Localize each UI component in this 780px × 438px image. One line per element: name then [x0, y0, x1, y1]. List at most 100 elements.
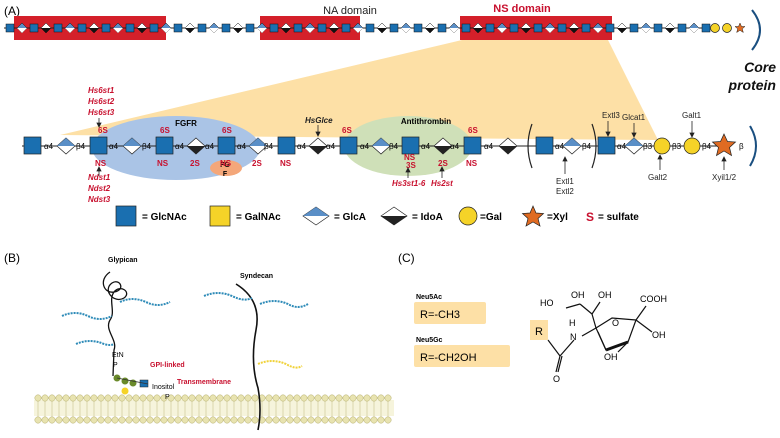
linkage-label: α4: [109, 142, 119, 151]
linkage-label: α4: [175, 142, 185, 151]
idoa-icon: [498, 137, 518, 155]
glcnac-icon: [23, 136, 42, 155]
lipid-head: [132, 416, 140, 424]
lipid-head: [118, 394, 126, 402]
oh-label: OH: [652, 330, 666, 340]
top-glcnac-icon: [341, 23, 351, 33]
lipid-head: [104, 394, 112, 402]
lipid-head: [111, 394, 119, 402]
top-uronic-half: [329, 28, 339, 33]
lipid-head: [188, 394, 196, 402]
lipid-head: [286, 416, 294, 424]
na-domain-label: NA domain: [323, 5, 377, 17]
top-glcnac-icon: [509, 23, 519, 33]
lipid-head: [265, 416, 273, 424]
lipid-head: [230, 416, 238, 424]
enzyme-hsglce: HsGlce: [305, 116, 333, 125]
lipid-head: [314, 394, 322, 402]
enzyme-hs3st: Hs3st1-6: [392, 179, 426, 188]
idoa-icon: [433, 137, 453, 155]
legend-gal-label: =Gal: [480, 212, 502, 223]
lipid-head: [279, 416, 287, 424]
lipid-head: [83, 416, 91, 424]
top-uronic-half: [497, 28, 507, 33]
syndecan-label: Syndecan: [240, 273, 273, 280]
oh-label: OH: [571, 290, 585, 300]
enzyme-arrows: [96, 118, 727, 178]
top-uronic-half: [617, 28, 627, 33]
top-uronic-half: [473, 28, 483, 33]
top-uronic-half: [689, 28, 699, 33]
top-glcnac-icon: [77, 23, 87, 33]
legend-idoa-label: = IdoA: [412, 212, 443, 223]
glypican-hs-chain: [75, 340, 115, 346]
lipid-head: [272, 394, 280, 402]
lipid-head: [90, 416, 98, 424]
lipid-head: [251, 416, 259, 424]
top-uronic-half: [521, 28, 531, 33]
lipid-head: [356, 394, 364, 402]
linkage-label: β4: [264, 142, 274, 151]
glypican-label: Glypican: [108, 257, 138, 264]
lipid-head: [97, 416, 105, 424]
top-uronic-half: [281, 28, 291, 33]
lipid-head: [230, 394, 238, 402]
gal-icon: [683, 137, 701, 155]
lipid-head: [41, 416, 49, 424]
legend-glca-icon: [302, 206, 330, 226]
lipid-head: [384, 394, 392, 402]
lipid-head: [34, 416, 42, 424]
top-glcnac-icon: [533, 23, 543, 33]
lipid-head: [223, 394, 231, 402]
glca-icon: [371, 137, 391, 155]
lipid-head: [202, 394, 210, 402]
glcnac-icon: [401, 136, 420, 155]
neu5gc-r-box: [414, 345, 510, 367]
lipid-head: [76, 416, 84, 424]
glcnac-icon: [597, 136, 616, 155]
neu5ac-label: Neu5Ac: [416, 294, 442, 301]
cooh-label: COOH: [640, 294, 667, 304]
fgf-label: FG: [220, 162, 230, 169]
top-uronic-half: [353, 28, 363, 33]
lipid-head: [300, 394, 308, 402]
legend-glcnac-label: = GlcNAc: [142, 212, 187, 223]
top-glcnac-icon: [413, 23, 423, 33]
sulfate-6s: 6S: [222, 126, 232, 135]
linkage-label: α4: [617, 142, 627, 151]
ns-domain-label: NS domain: [493, 3, 551, 15]
lipid-head: [97, 394, 105, 402]
lipid-head: [160, 416, 168, 424]
lipid-head: [209, 394, 217, 402]
linkage-label: α4: [421, 142, 431, 151]
top-glcnac-icon: [365, 23, 375, 33]
top-glcnac-icon: [125, 23, 135, 33]
repeat-bracket-close: [591, 123, 597, 169]
glcnac-icon: [155, 136, 174, 155]
core-protein-label: Core: [744, 59, 776, 75]
lipid-head: [195, 416, 203, 424]
top-uronic-half: [377, 28, 387, 33]
lipid-head: [251, 394, 259, 402]
oh-label: OH: [604, 352, 618, 362]
linkage-label: β3: [672, 142, 682, 151]
sulfate-6s: 6S: [160, 126, 170, 135]
lipid-head: [356, 416, 364, 424]
membrane-core: [34, 400, 394, 416]
panel-c-label: (C): [398, 251, 415, 265]
legend-sulfate-label: = sulfate: [598, 212, 639, 223]
lipid-head: [118, 416, 126, 424]
linkage-label: α4: [44, 142, 54, 151]
linkage-label: β: [739, 142, 744, 151]
top-uronic-half: [41, 28, 51, 33]
top-uronic-half: [137, 28, 147, 33]
top-glcnac-icon: [173, 23, 183, 33]
linkage-label: β4: [142, 142, 152, 151]
top-uronic-half: [89, 28, 99, 33]
lipid-head: [209, 416, 217, 424]
membrane-bilayer: [34, 394, 394, 424]
lipid-head: [216, 416, 224, 424]
top-uronic-half: [209, 28, 219, 33]
fgfr-label: FGFR: [175, 119, 197, 128]
